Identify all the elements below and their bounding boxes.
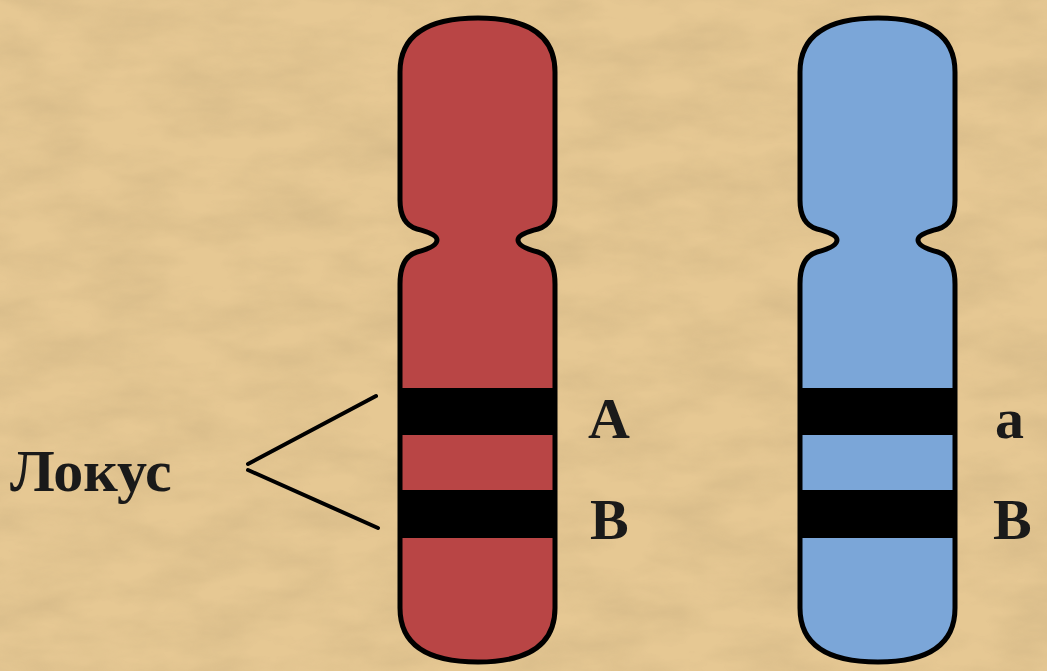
gene-band <box>795 388 960 435</box>
allele-letter: A <box>588 390 630 448</box>
red-chromosome <box>395 18 560 662</box>
allele-letter: B <box>993 491 1032 549</box>
allele-letter: B <box>590 491 629 549</box>
locus-label: Локус <box>10 441 172 501</box>
leader-line <box>248 396 376 464</box>
leader-line <box>248 470 378 528</box>
gene-band <box>395 490 560 538</box>
allele-letter: a <box>995 390 1024 448</box>
leader-lines <box>248 396 378 528</box>
gene-band <box>795 490 960 538</box>
blue-chromosome <box>795 18 960 662</box>
gene-band <box>395 388 560 435</box>
